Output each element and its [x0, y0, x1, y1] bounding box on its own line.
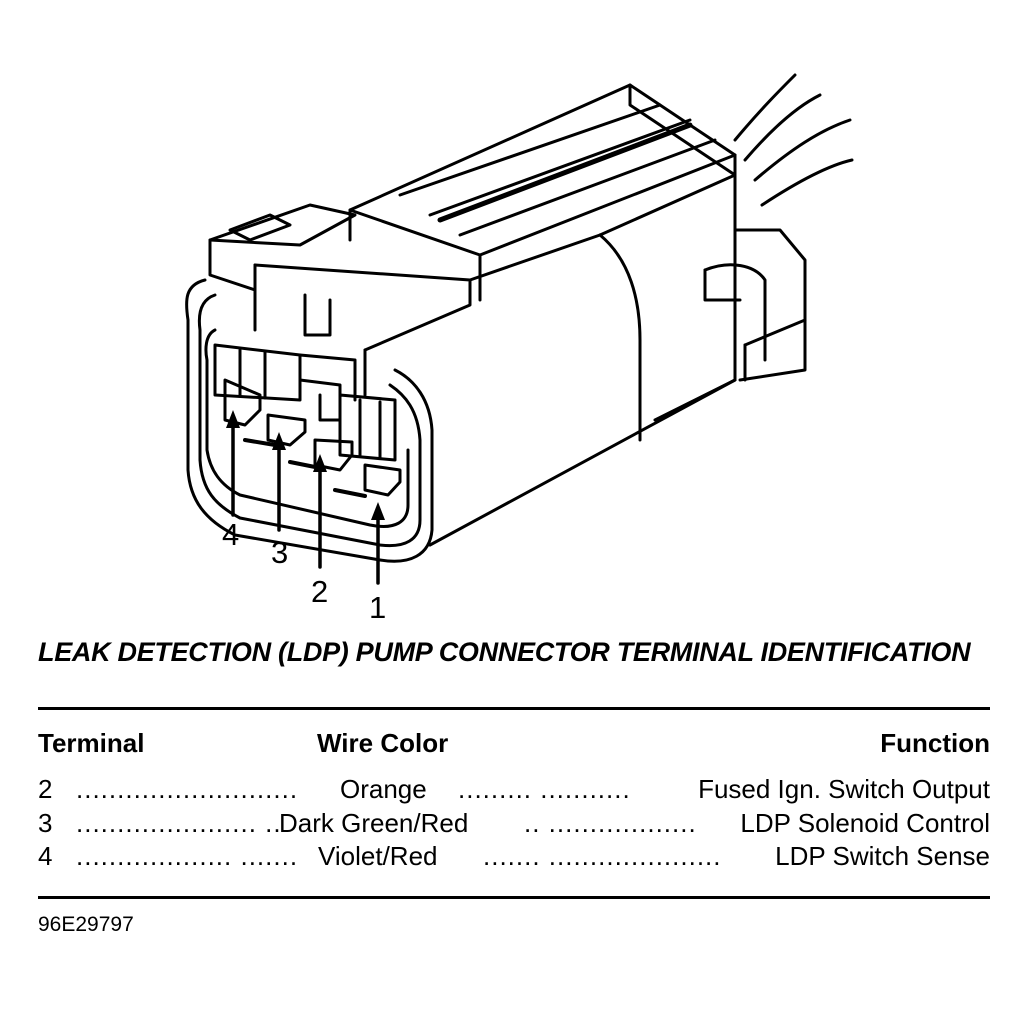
leader-dots: .. ..................: [524, 808, 697, 838]
callout-arrows: [231, 416, 380, 585]
callout-1: 1: [369, 590, 386, 625]
leader-dots: ....... .....................: [483, 841, 722, 871]
leader-dots: ................... .......: [76, 841, 299, 871]
table-rule-top: [38, 707, 990, 710]
leader-dots: ...........................: [76, 774, 299, 804]
terminal-cell: 3: [38, 808, 53, 838]
function-cell: LDP Solenoid Control: [740, 808, 990, 838]
harness-wires: [733, 73, 854, 207]
terminal-cell: 2: [38, 774, 53, 804]
leader-dots: ......... ...........: [458, 774, 631, 804]
callout-4: 4: [222, 517, 239, 552]
terminal-cell: 4: [38, 841, 53, 871]
table-row: 3 ...................... .. Dark Green/R…: [38, 808, 990, 840]
wire-color-cell: Violet/Red: [318, 841, 438, 871]
table-rule-bottom: [38, 896, 990, 899]
connector-latch: [348, 83, 737, 302]
header-terminal: Terminal: [38, 728, 145, 758]
connector-body: [208, 173, 807, 547]
connector-face: [185, 278, 434, 563]
wire-color-cell: Dark Green/Red: [279, 808, 469, 838]
callout-3: 3: [271, 535, 288, 570]
figure-caption: LEAK DETECTION (LDP) PUMP CONNECTOR TERM…: [38, 637, 971, 667]
connector-diagram: 4 3 2 1: [185, 73, 854, 625]
leader-dots: ...................... ..: [76, 808, 282, 838]
table-row: 2 ........................... Orange ...…: [38, 774, 990, 806]
arrow-heads: [226, 410, 385, 520]
table-row: 4 ................... ....... Violet/Red…: [38, 841, 990, 873]
wire-color-cell: Orange: [340, 774, 427, 804]
function-cell: LDP Switch Sense: [775, 841, 990, 871]
figure-id: 96E29797: [38, 913, 134, 936]
header-function: Function: [880, 728, 990, 758]
header-wire-color: Wire Color: [317, 728, 449, 758]
function-cell: Fused Ign. Switch Output: [698, 774, 990, 804]
callout-2: 2: [311, 574, 328, 609]
